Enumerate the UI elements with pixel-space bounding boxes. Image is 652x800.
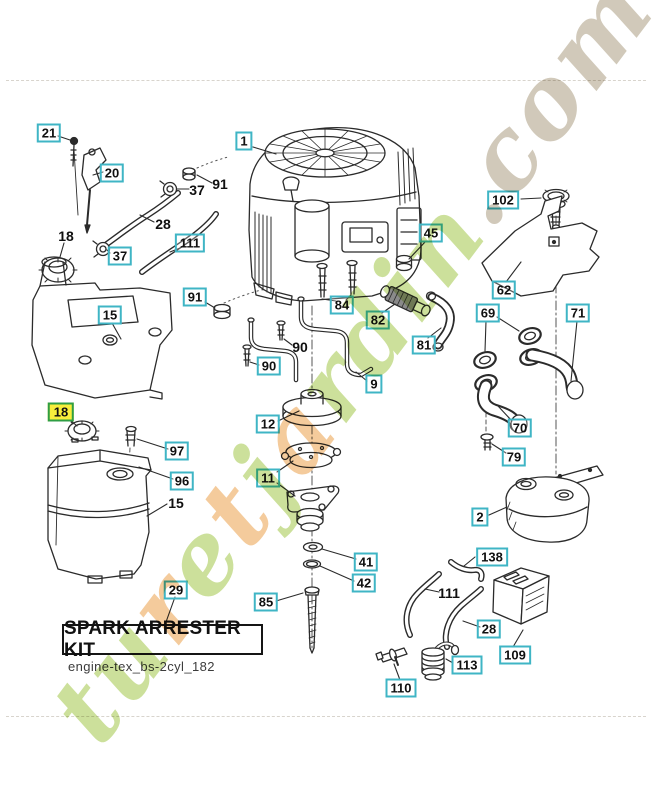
part-label-18[interactable]: 18 [47,402,75,422]
part-label-28: 28 [155,216,171,232]
part-label-71[interactable]: 71 [565,303,591,323]
part-label-62[interactable]: 62 [491,280,517,300]
part-label-96[interactable]: 96 [169,471,195,491]
page-bottom-rule [6,716,646,717]
hose-138-drawing [448,559,485,582]
part-label-20[interactable]: 20 [99,163,125,183]
part-label-97[interactable]: 97 [164,441,190,461]
part-label-91[interactable]: 91 [182,287,208,307]
diagram-code: engine-tex_bs-2cyl_182 [68,659,215,674]
part-label-90[interactable]: 90 [256,356,282,376]
part-label-70[interactable]: 70 [507,418,533,438]
part-label-90: 90 [292,339,308,355]
part-label-29[interactable]: 29 [163,580,189,600]
part-label-111: 111 [438,585,460,601]
engine-drawing [248,126,422,306]
valve-110-drawing [375,647,408,666]
part-label-82[interactable]: 82 [365,310,391,330]
part-label-109[interactable]: 109 [499,645,531,665]
part-label-9[interactable]: 9 [365,374,383,394]
muffler-2-drawing [505,465,604,543]
spark-arrester-kit-label: SPARK ARRESTER KIT [64,617,241,661]
part-label-1[interactable]: 1 [235,131,253,151]
spark-arrester-kit-box: SPARK ARRESTER KIT [62,618,263,661]
part-label-15[interactable]: 15 [97,305,123,325]
part-label-37[interactable]: 37 [107,246,133,266]
bolt-85-drawing [304,586,320,654]
part-label-85[interactable]: 85 [253,592,279,612]
hoses-bottom-drawing [403,571,484,650]
part-label-15: 15 [168,495,184,511]
part-label-84[interactable]: 84 [329,295,355,315]
engine-bolts-84-drawing [316,259,358,298]
part-label-69[interactable]: 69 [475,303,501,323]
fuel-tank-bottom-drawing [47,449,152,584]
page-top-rule [6,80,646,81]
part-label-41[interactable]: 41 [353,552,379,572]
part-label-113[interactable]: 113 [451,655,483,675]
bolt-79-drawing [480,433,494,451]
fuel-tank-top-drawing [31,256,173,400]
washers-41-42-drawing [302,541,324,569]
part-label-79[interactable]: 79 [501,447,527,467]
fuel-cap-drawing [38,257,78,283]
part-label-102[interactable]: 102 [487,190,519,210]
part-label-138[interactable]: 138 [476,547,508,567]
part-label-45[interactable]: 45 [418,223,444,243]
fuel-cap-18-highlight-drawing [64,420,100,443]
part-label-21[interactable]: 21 [36,123,62,143]
heat-shield-62-drawing [481,195,600,297]
throttle-control-drawing [69,136,107,234]
clutch-11-drawing [280,442,342,532]
part-label-28[interactable]: 28 [476,619,502,639]
part-label-18: 18 [58,228,74,244]
fitting-113-drawing [421,641,460,681]
part-label-81[interactable]: 81 [411,335,437,355]
part-label-12[interactable]: 12 [255,414,281,434]
part-label-111[interactable]: 111 [174,233,206,253]
air-filter-109-drawing [492,567,550,625]
part-label-91: 91 [212,176,228,192]
part-label-42[interactable]: 42 [351,573,377,593]
part-label-11[interactable]: 11 [256,468,280,488]
nut-91-drawing [213,303,231,320]
bracket-rods-drawing [242,296,374,383]
fuel-valve-82-drawing [379,254,455,352]
part-label-37: 37 [189,182,205,198]
part-label-110[interactable]: 110 [385,678,417,698]
part-label-2[interactable]: 2 [471,507,489,527]
